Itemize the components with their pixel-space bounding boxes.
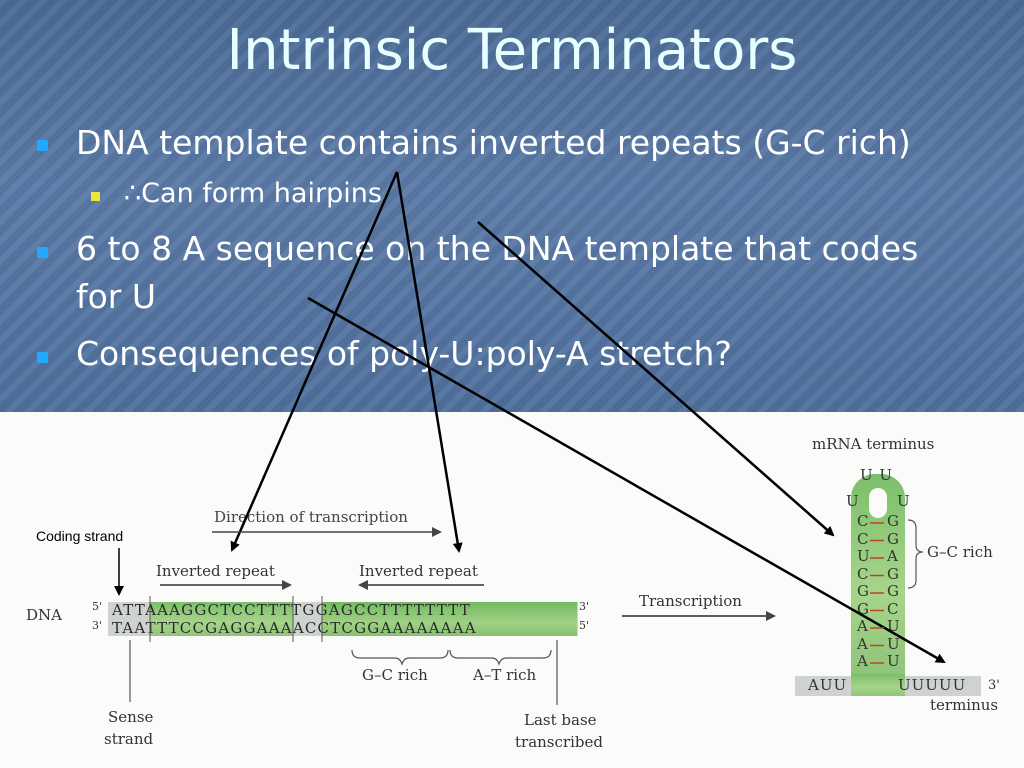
- stem-left-base: A: [857, 634, 868, 653]
- loop-top: U U: [860, 466, 894, 484]
- arrow-to-poly-u: [307, 296, 946, 664]
- tail-left: AUU: [808, 676, 848, 694]
- last-base-label-line2: transcribed: [515, 733, 603, 751]
- arrow-to-inverted-repeat-2: [395, 171, 463, 553]
- inverted-repeat-label-1: Inverted repeat: [156, 562, 275, 580]
- terminus-label: terminus: [930, 696, 999, 714]
- five-prime-top: 5': [92, 600, 103, 613]
- stem-left-base: C: [857, 564, 869, 583]
- stem-left-base: G: [857, 582, 869, 600]
- stem-right-base: G: [887, 564, 899, 583]
- direction-label: Direction of transcription: [214, 508, 408, 526]
- coding-strand-label: Coding strand: [36, 528, 124, 544]
- stem-left-base: A: [857, 652, 868, 670]
- sub-bullet: ∴Can form hairpins: [124, 178, 382, 209]
- stem-left-base: C: [857, 512, 869, 530]
- inverted-repeat-highlight-2: [322, 602, 577, 636]
- inverted-repeat-label-2: Inverted repeat: [359, 562, 478, 580]
- five-prime-bottom-end: 5': [579, 619, 590, 632]
- loop-left: U: [846, 492, 859, 510]
- bullet-marker-3: [37, 352, 48, 363]
- stem-right-base: U: [887, 652, 900, 670]
- stem-right-base: G: [887, 582, 899, 600]
- bullet-marker-2: [37, 247, 48, 258]
- stem-left-base: A: [857, 617, 868, 635]
- slide-title: Intrinsic Terminators: [226, 18, 798, 83]
- stem-right-base: U: [887, 634, 900, 653]
- stem-left-base: C: [857, 529, 869, 548]
- hairpin-gc-rich-label: G–C rich: [927, 543, 993, 561]
- at-rich-label: A–T rich: [473, 666, 537, 684]
- sense-strand-label-line1: Sense: [108, 708, 154, 726]
- top-strand-sequence: ATTAAAGGCTCCTTTTGGAGCCTTTTTTTT: [112, 601, 471, 619]
- bullet-1: DNA template contains inverted repeats (…: [76, 123, 911, 162]
- dna-label: DNA: [26, 606, 62, 624]
- bottom-strand-sequence: TAATTTCCGAGGAAAACCTCGGAAAAAAAA: [112, 619, 477, 637]
- transcription-label: Transcription: [639, 592, 742, 610]
- bullet-marker-1: [37, 140, 48, 151]
- loop-right: U: [897, 492, 910, 510]
- slide-background: [0, 0, 1024, 412]
- tail-right: UUUUU: [898, 676, 967, 694]
- hairpin-loop-hole: [869, 488, 887, 518]
- stem-right-base: C: [887, 599, 899, 618]
- sub-bullet-marker: [91, 192, 100, 201]
- last-base-label-line1: Last base: [524, 711, 597, 729]
- tail-3prime: 3': [988, 678, 1000, 693]
- three-prime-bottom: 3': [92, 619, 103, 632]
- inverted-repeat-highlight-1: [150, 602, 293, 636]
- gc-rich-label: G–C rich: [362, 666, 428, 684]
- tail-stem-base: [851, 674, 905, 696]
- three-prime-top-end: 3': [579, 600, 590, 613]
- bullet-2-line1: 6 to 8 A sequence on the DNA template th…: [76, 229, 919, 268]
- stem-right-base: A: [887, 547, 898, 565]
- stem-right-base: G: [887, 529, 899, 548]
- arrow-to-inverted-repeat-1: [230, 171, 399, 552]
- stem-left-base: G: [857, 599, 869, 618]
- stem-left-base: U: [857, 547, 870, 565]
- bullet-2-line2: for U: [76, 277, 157, 316]
- stem-right-base: G: [887, 512, 899, 530]
- mrna-terminus-label: mRNA terminus: [812, 435, 935, 453]
- sense-strand-label-line2: strand: [104, 730, 154, 748]
- arrow-to-hairpin: [477, 221, 835, 537]
